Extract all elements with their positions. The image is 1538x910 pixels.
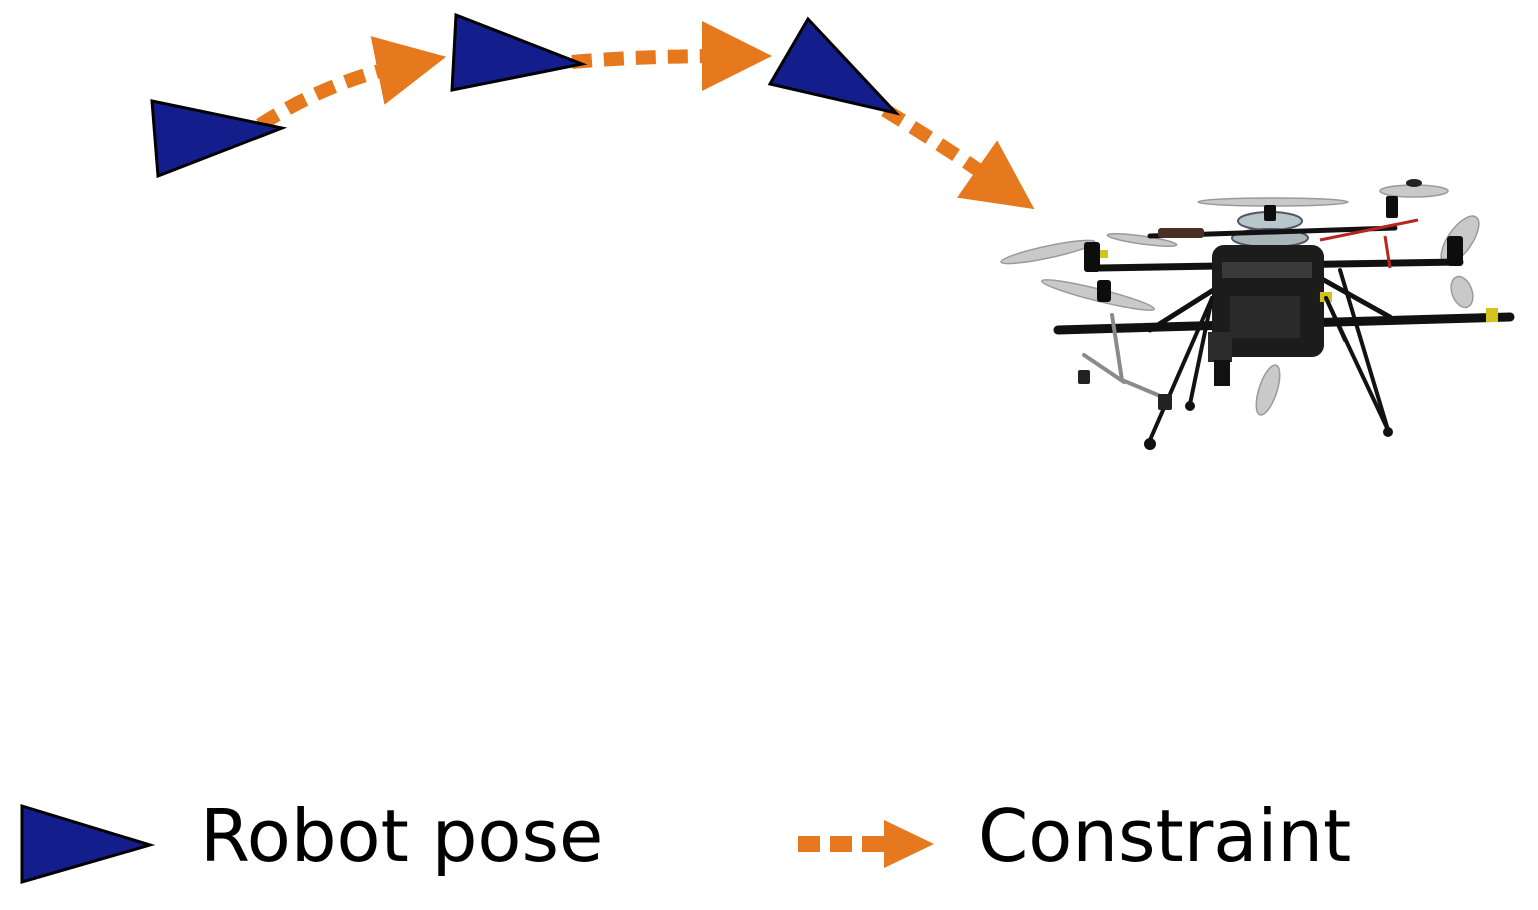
legend-constraint-icon (798, 820, 934, 868)
multirotor-drone-icon (1000, 179, 1515, 450)
robot-pose-1 (150, 99, 288, 179)
legend (20, 803, 934, 884)
legend-constraint-label: Constraint (978, 794, 1352, 878)
legend-robot-pose-label: Robot pose (200, 794, 604, 878)
robot-pose-3 (767, 16, 901, 116)
constraint-arrow-3 (881, 104, 1035, 210)
robot-pose-2 (450, 12, 588, 92)
constraint-arrow-2 (571, 21, 772, 92)
legend-robot-pose-icon (20, 803, 156, 884)
constraint-arrow-1 (256, 36, 447, 131)
